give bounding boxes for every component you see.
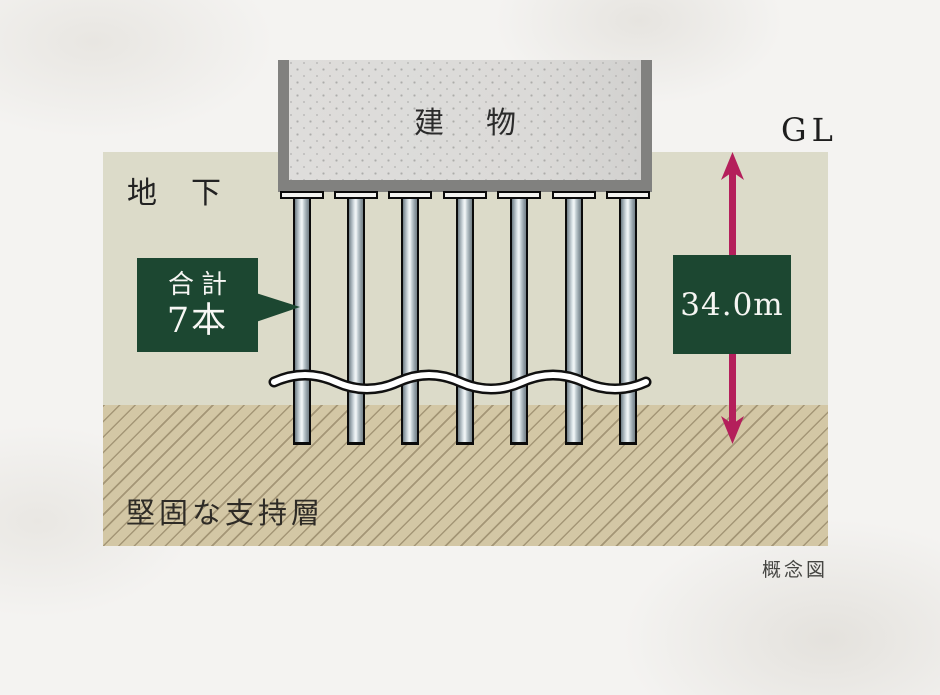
building-block: 建物	[278, 60, 652, 192]
building-label: 建物	[414, 106, 558, 141]
diagram-caption: 概念図	[762, 559, 829, 581]
building-interior: 建物	[289, 60, 641, 180]
pile-shaft	[618, 197, 637, 445]
pile-shaft	[510, 197, 529, 445]
pile-shaft	[564, 197, 583, 445]
pile-shaft	[346, 197, 365, 445]
pile-count-prefix: 合計	[167, 270, 234, 300]
pile-shaft	[455, 197, 474, 445]
pile-cap	[388, 191, 433, 199]
pile-cap	[442, 191, 487, 199]
depth-measurement-label: 34.0m	[680, 286, 784, 323]
pile-cap	[605, 191, 650, 199]
pile	[551, 191, 596, 445]
pile-cap	[497, 191, 542, 199]
pile	[279, 191, 324, 445]
ground-level-label: GL	[781, 111, 838, 149]
pile-cap	[333, 191, 378, 199]
pile-count-value: 7本	[166, 301, 229, 341]
support-layer-label: 堅固な支持層	[126, 496, 325, 530]
pile-count-callout: 合計 7本	[137, 258, 258, 352]
pile-cap	[279, 191, 324, 199]
pile	[388, 191, 433, 445]
depth-measurement-box: 34.0m	[673, 255, 791, 354]
pile	[333, 191, 378, 445]
pile	[605, 191, 650, 445]
pile	[442, 191, 487, 445]
pile-cap	[551, 191, 596, 199]
pile	[497, 191, 542, 445]
depth-break-wave-icon	[268, 369, 652, 395]
callout-pointer-icon	[256, 293, 300, 322]
underground-label: 地下	[127, 176, 255, 211]
pile-shaft	[401, 197, 420, 445]
